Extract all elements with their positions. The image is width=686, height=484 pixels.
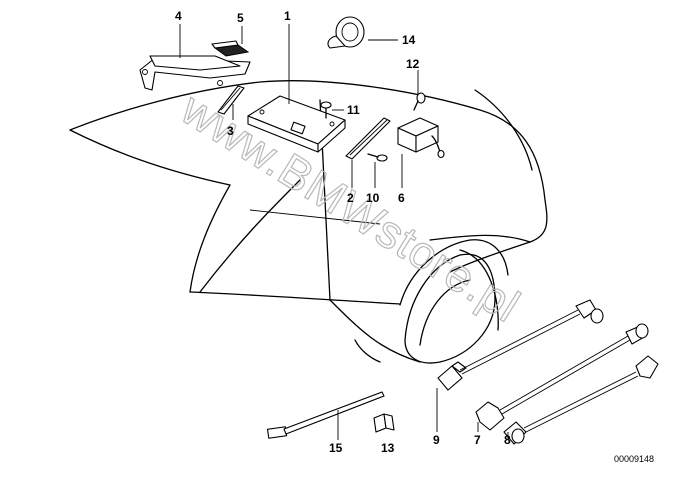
- part-5-clip: [211, 40, 250, 57]
- label-12: 12: [406, 57, 420, 71]
- part-1-module: [247, 95, 346, 153]
- label-11: 11: [347, 103, 360, 117]
- label-15: 15: [329, 441, 343, 455]
- part-7-cable: [475, 323, 649, 431]
- part-9-cable: [437, 299, 604, 391]
- watermark: www.BMWstore.pl: [172, 82, 530, 332]
- label-10: 10: [366, 191, 380, 205]
- part-13-clip: [373, 413, 395, 433]
- wheel: [399, 239, 509, 364]
- part-10-bolt: [367, 153, 388, 162]
- label-6: 6: [398, 191, 405, 205]
- label-14: 14: [402, 33, 416, 47]
- part-labels: 1 2 3 4 5 6 7 8 9 10 11 12 13 14 15: [175, 9, 511, 455]
- part-4-bracket: [139, 55, 251, 91]
- part-12-bolt: [413, 92, 426, 111]
- part-2-rail: [345, 117, 391, 160]
- label-7: 7: [474, 433, 481, 447]
- label-13: 13: [381, 441, 395, 455]
- label-8: 8: [504, 433, 511, 447]
- label-2: 2: [347, 191, 354, 205]
- part-15-cable-tie: [266, 391, 385, 439]
- label-3: 3: [227, 124, 234, 138]
- diagram-reference-number: 00009148: [614, 454, 654, 464]
- label-4: 4: [175, 9, 182, 23]
- label-5: 5: [237, 11, 244, 25]
- part-8-cable: [503, 355, 659, 445]
- part-11-screw: [320, 101, 332, 119]
- car-body-outline: [69, 80, 548, 363]
- part-14-horn: [327, 16, 365, 49]
- part-3-rail: [217, 85, 245, 115]
- label-9: 9: [433, 433, 440, 447]
- leader-lines: [179, 24, 509, 440]
- label-1: 1: [284, 9, 291, 23]
- part-6-box: [397, 117, 445, 159]
